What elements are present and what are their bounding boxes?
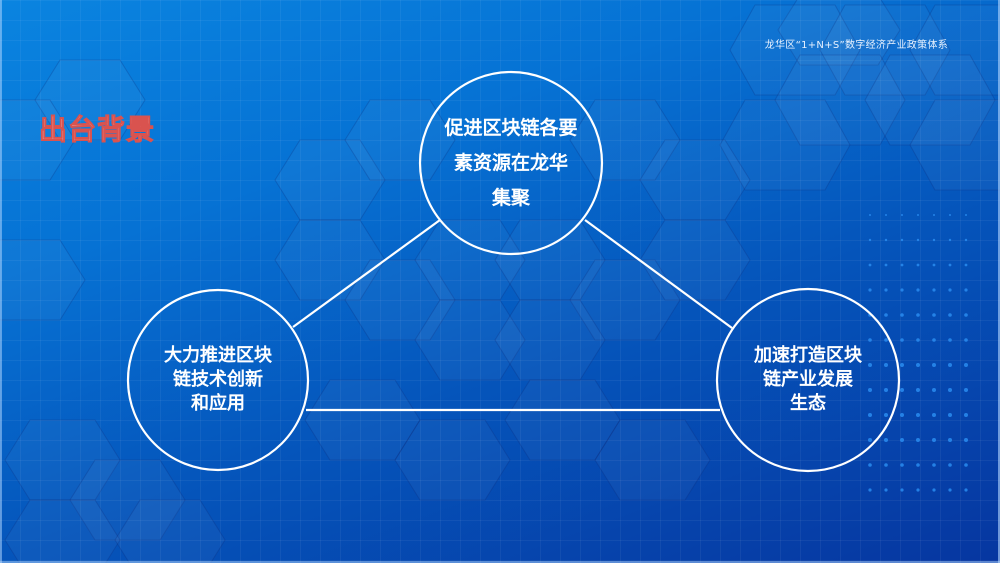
node-right-line-3: 生态 [790,393,826,414]
edge-top-right [584,219,733,329]
left-border [0,0,2,563]
node-right-circle [715,287,901,473]
edge-left-top [292,219,441,328]
node-right: 加速打造区块 链产业发展 生态 [717,289,899,471]
bottom-border [0,561,1000,563]
node-left-line-3: 和应用 [191,393,245,414]
header-title: 龙华区“1+N+S”数字经济产业政策体系 [764,40,948,51]
right-border [998,0,1000,563]
node-top-text: 促进区块链各要 素资源在龙华 集聚 [444,111,577,216]
node-right-text: 加速打造区块 链产业发展 生态 [754,344,862,416]
node-top: 促进区块链各要 素资源在龙华 集聚 [420,72,602,254]
node-top-line-3: 集聚 [491,186,530,209]
node-right-line-2: 链产业发展 [763,369,853,390]
node-left-line-1: 大力推进区块 [164,345,272,366]
node-top-circle [418,70,604,256]
node-left-line-2: 链技术创新 [173,369,263,390]
node-right-line-1: 加速打造区块 [754,345,862,366]
node-left-circle [126,288,310,472]
node-left-text: 大力推进区块 链技术创新 和应用 [164,344,272,416]
section-title: 出台背景 [38,113,156,147]
node-top-line-1: 促进区块链各要 [444,116,578,139]
node-left: 大力推进区块 链技术创新 和应用 [128,290,308,470]
node-top-line-2: 素资源在龙华 [453,151,568,174]
